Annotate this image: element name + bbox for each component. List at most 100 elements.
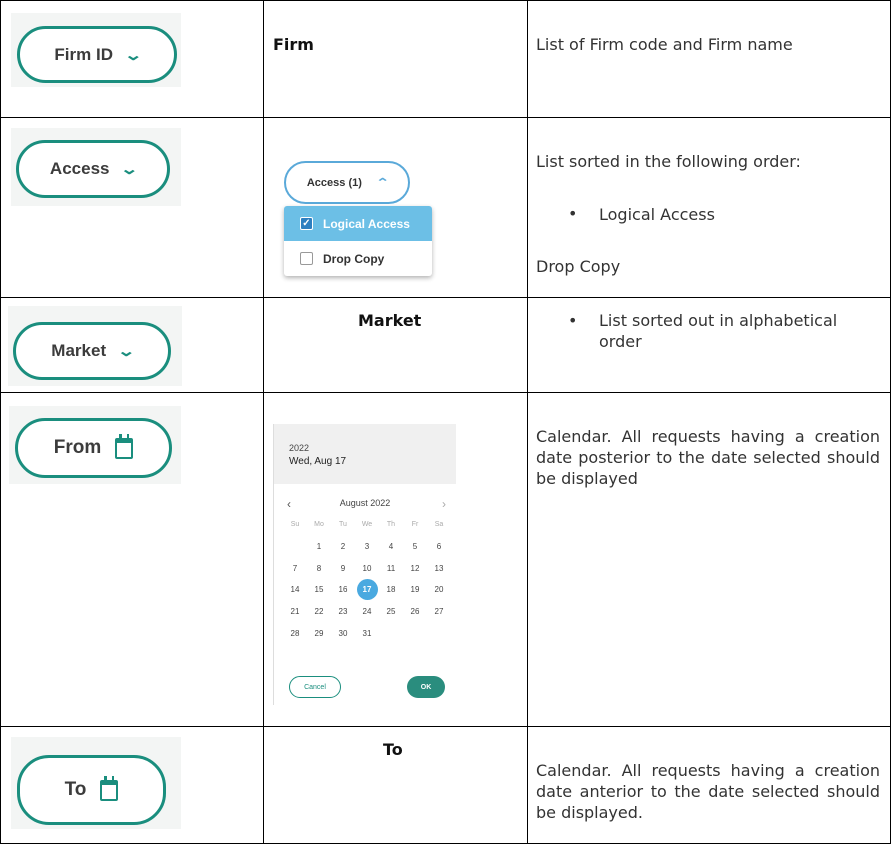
chevron-down-icon: ⌄ — [120, 161, 140, 178]
calendar-day[interactable]: 19 — [410, 585, 420, 595]
chevron-right-icon[interactable]: › — [442, 497, 446, 511]
market-label: Market — [51, 341, 107, 360]
option-drop-copy[interactable]: Drop Copy — [284, 241, 432, 276]
chevron-left-icon[interactable]: ‹ — [287, 497, 291, 511]
calendar-day-selected[interactable]: 17 — [355, 579, 379, 601]
calendar-day[interactable]: 9 — [340, 563, 346, 573]
calendar-day[interactable]: 13 — [434, 563, 444, 573]
weekday-label: Mo — [314, 521, 324, 529]
calendar-day[interactable]: 12 — [410, 563, 420, 573]
market-bullet: List sorted out in alphabetical order — [599, 311, 838, 351]
market-title: Market — [358, 311, 422, 330]
calendar-day[interactable]: 11 — [386, 563, 396, 573]
weekday-label: Tu — [339, 521, 347, 529]
calendar-header: 2022 Wed, Aug 17 — [274, 424, 456, 484]
calendar-day[interactable]: 28 — [290, 628, 300, 638]
calendar-day[interactable]: 22 — [314, 607, 324, 617]
access-bullet: Logical Access — [599, 205, 715, 224]
description-cell: List sorted in the following order: • Lo… — [527, 117, 891, 298]
calendar-day[interactable]: 14 — [290, 585, 300, 595]
to-label: To — [64, 779, 87, 800]
weekday-label: Sa — [434, 521, 444, 529]
access-dropdown[interactable]: Access ⌄ — [16, 140, 170, 198]
chevron-down-icon: ⌄ — [116, 343, 136, 360]
calendar-day[interactable]: 7 — [292, 563, 298, 573]
option-label: Logical Access — [323, 216, 410, 231]
middle-cell: To — [263, 726, 528, 844]
calendar-day[interactable]: 8 — [316, 563, 322, 573]
control-cell: To — [0, 726, 264, 844]
firm-description: List of Firm code and Firm name — [536, 35, 793, 54]
calendar-day[interactable]: 1 — [316, 542, 322, 552]
control-cell: Access ⌄ — [0, 117, 264, 298]
table-row: Firm ID ⌄ Firm List of Firm code and Fir… — [0, 0, 891, 118]
chevron-up-icon: ⌃ — [375, 177, 390, 189]
calendar-day[interactable]: 18 — [386, 585, 396, 595]
calendar-day[interactable]: 30 — [338, 628, 348, 638]
from-date-picker[interactable]: From — [15, 418, 172, 478]
table-row: Market ⌄ Market • List sorted out in alp… — [0, 297, 891, 393]
middle-cell: Access (1) ⌃ ✓ Logical Access Drop Copy — [263, 117, 528, 298]
weekday-label: Th — [386, 521, 396, 529]
access-description: List sorted in the following order: — [536, 152, 801, 171]
access-dropdown-open[interactable]: Access (1) ⌃ — [284, 161, 410, 204]
control-cell: Firm ID ⌄ — [0, 0, 264, 118]
calendar-day[interactable]: 27 — [434, 607, 444, 617]
firm-id-dropdown[interactable]: Firm ID ⌄ — [17, 26, 177, 83]
description-cell: • List sorted out in alphabetical order — [527, 297, 891, 393]
description-cell: List of Firm code and Firm name — [527, 0, 891, 118]
calendar-day[interactable]: 3 — [364, 542, 370, 552]
calendar-day[interactable]: 6 — [436, 542, 442, 552]
calendar-day[interactable]: 16 — [338, 585, 348, 595]
bullet-icon: • — [568, 311, 578, 330]
chevron-down-icon: ⌄ — [123, 46, 143, 64]
firm-id-label: Firm ID — [54, 44, 113, 64]
calendar-selected-date: Wed, Aug 17 — [289, 456, 347, 467]
middle-cell: Firm — [263, 0, 528, 118]
table-row: Access ⌄ Access (1) ⌃ ✓ Logical Access D… — [0, 117, 891, 298]
calendar-year: 2022 — [289, 443, 310, 453]
calendar-icon — [115, 433, 134, 459]
calendar-day[interactable]: 26 — [410, 607, 420, 617]
calendar-icon — [100, 775, 119, 801]
from-label: From — [53, 437, 102, 458]
access-tail: Drop Copy — [536, 257, 621, 276]
calendar-day[interactable]: 2 — [340, 542, 346, 552]
calendar-day[interactable]: 5 — [412, 542, 418, 552]
calendar-month: August 2022 — [339, 498, 391, 508]
calendar-day[interactable]: 10 — [362, 563, 372, 573]
to-description: Calendar. All requests having a creation… — [536, 761, 880, 822]
calendar-day[interactable]: 20 — [434, 585, 444, 595]
calendar-ok-button[interactable]: OK — [407, 676, 445, 698]
bullet-icon: • — [568, 204, 578, 223]
calendar-day[interactable]: 29 — [314, 628, 324, 638]
calendar-day[interactable]: 15 — [314, 585, 324, 595]
weekday-label: We — [361, 521, 373, 529]
option-logical-access[interactable]: ✓ Logical Access — [284, 206, 432, 241]
checkbox-checked-icon[interactable]: ✓ — [300, 217, 313, 230]
calendar-day[interactable]: 25 — [386, 607, 396, 617]
calendar-day[interactable]: 21 — [290, 607, 300, 617]
middle-cell: Market — [263, 297, 528, 393]
calendar-cancel-button[interactable]: Cancel — [289, 676, 341, 698]
calendar-day[interactable]: 31 — [362, 628, 372, 638]
to-date-picker[interactable]: To — [17, 755, 166, 825]
calendar-day[interactable]: 24 — [362, 607, 372, 617]
calendar-day[interactable]: 4 — [388, 542, 394, 552]
weekday-label: Su — [290, 521, 300, 529]
market-dropdown[interactable]: Market ⌄ — [13, 322, 171, 380]
table-row: From 2022 Wed, Aug 17 ‹ August 2022 › Su… — [0, 392, 891, 727]
calendar-day[interactable]: 23 — [338, 607, 348, 617]
checkbox-icon[interactable] — [300, 252, 313, 265]
to-title: To — [383, 740, 403, 759]
access-menu: ✓ Logical Access Drop Copy — [284, 206, 432, 276]
calendar-blank — [283, 536, 307, 558]
control-cell: Market ⌄ — [0, 297, 264, 393]
control-cell: From — [0, 392, 264, 727]
option-label: Drop Copy — [323, 251, 385, 266]
weekday-label: Fr — [411, 521, 419, 529]
